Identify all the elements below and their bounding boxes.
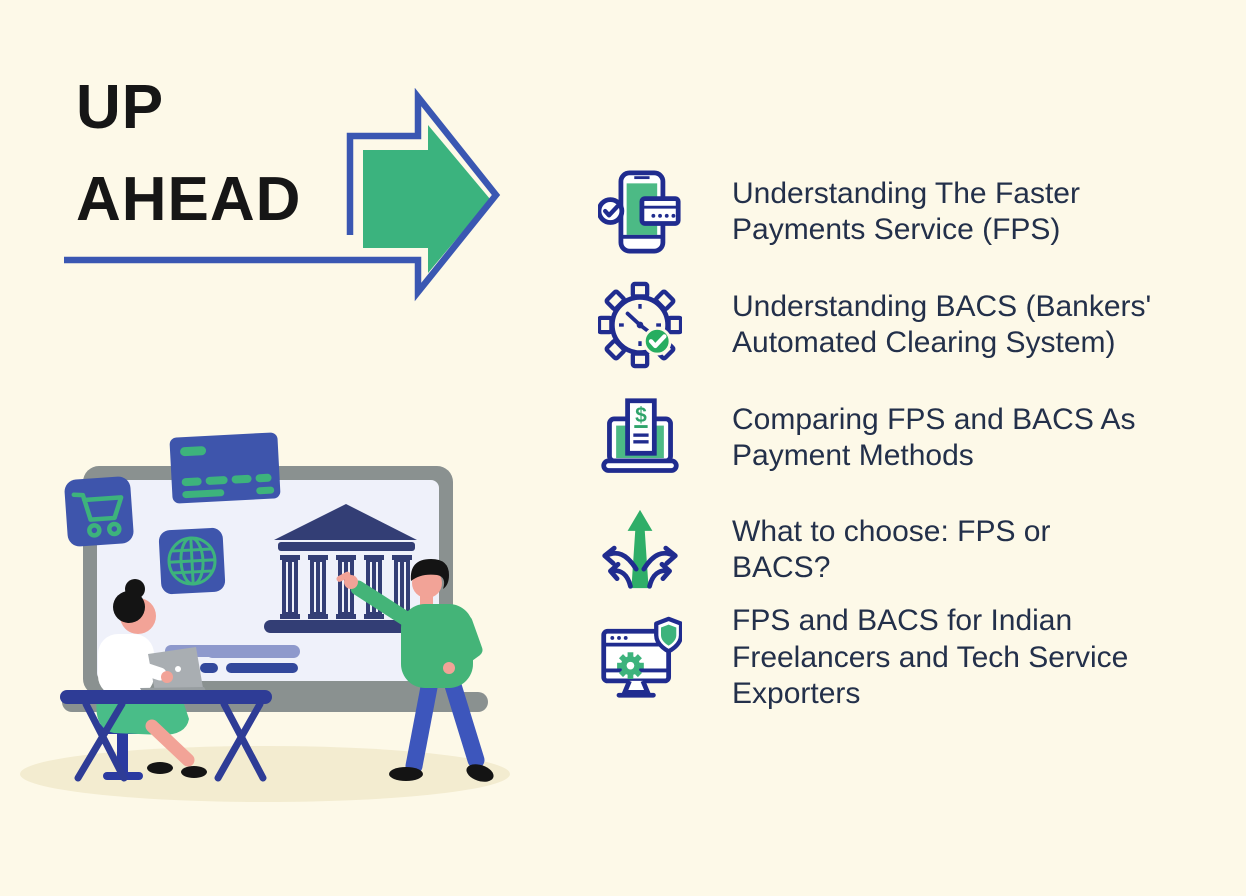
shopping-cart-badge	[64, 476, 134, 547]
man-torso	[401, 604, 473, 688]
woman-shoe	[181, 766, 207, 778]
agenda-item-text: Understanding BACS (Bankers' Automated C…	[732, 289, 1152, 360]
secure-website-gear-icon	[601, 616, 682, 698]
svg-text:$: $	[635, 404, 647, 427]
diverging-paths-icon	[602, 509, 678, 589]
laptop-invoice-icon: $	[601, 398, 679, 473]
agenda-item-choice: What to choose: FPS or BACS?	[598, 506, 1192, 594]
man-hand-hip	[443, 662, 455, 674]
man-hand-pointing	[344, 575, 358, 589]
arrow-outline-and-underline	[64, 88, 501, 302]
agenda-item-text: What to choose: FPS or BACS?	[732, 514, 1051, 585]
man-shoe	[466, 764, 494, 782]
globe-badge	[158, 527, 226, 595]
gear-clock-check-icon	[598, 281, 682, 369]
woman-arm	[117, 655, 173, 683]
agenda-item-fps: Understanding The Faster Payments Servic…	[598, 168, 1192, 256]
agenda-item-bacs: Understanding BACS (Bankers' Automated C…	[598, 281, 1192, 369]
mobile-payment-check-icon	[598, 170, 681, 254]
ground-shadow	[20, 746, 510, 802]
agenda-item-text: FPS and BACS for Indian Freelancers and …	[732, 604, 1129, 710]
woman-hair-bun	[125, 579, 145, 599]
agenda-item-text: Understanding The Faster Payments Servic…	[732, 176, 1080, 247]
arrow-fill	[363, 125, 490, 273]
page-title: UP AHEAD	[76, 73, 302, 234]
payments-presentation-scene	[20, 432, 510, 802]
agenda-item-text: Comparing FPS and BACS As Payment Method…	[732, 402, 1136, 473]
desk	[60, 690, 272, 782]
presenter-man	[336, 559, 494, 782]
credit-card-graphic	[169, 432, 281, 504]
woman-hair	[113, 591, 145, 623]
man-hair	[410, 559, 449, 589]
agenda-item-india: FPS and BACS for Indian Freelancers and …	[598, 603, 1192, 713]
man-shoe	[389, 767, 423, 781]
woman-shoe	[147, 762, 173, 774]
agenda-item-comparison: $ Comparing FPS and BACS As Payment Meth…	[598, 394, 1192, 482]
forward-arrow-icon	[64, 88, 501, 302]
